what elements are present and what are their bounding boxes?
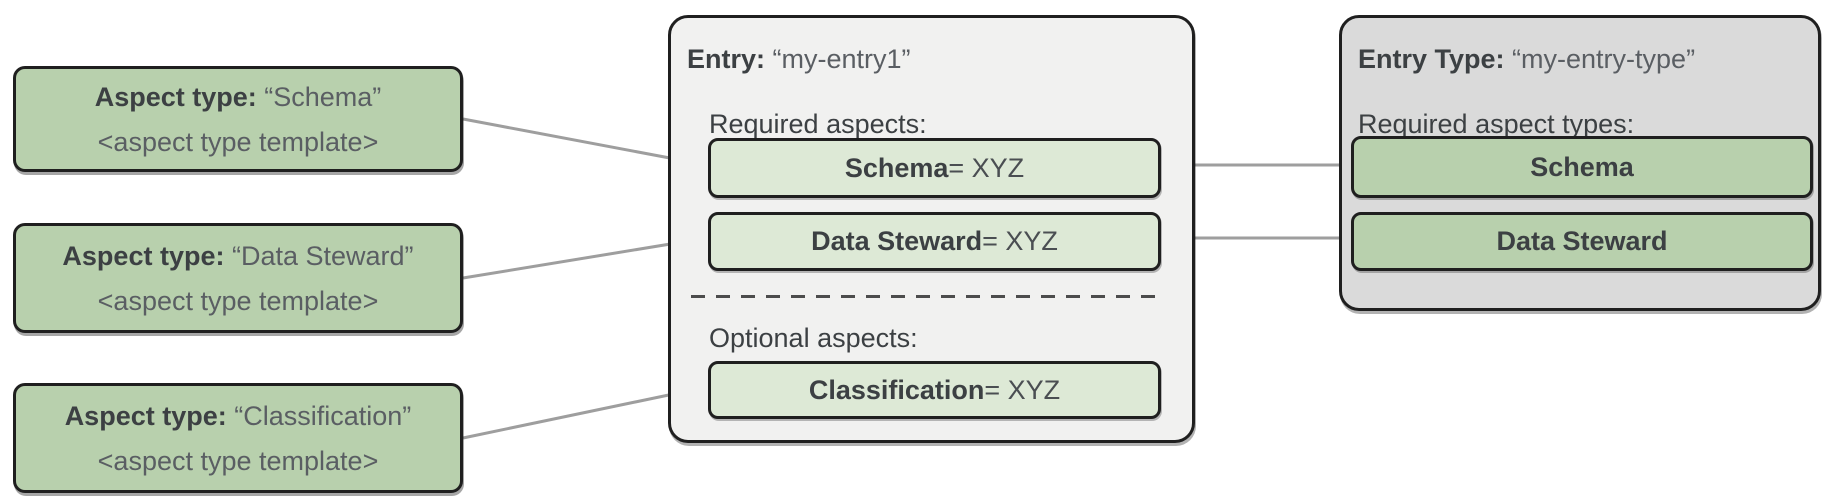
entry-aspect-data-steward: Data Steward = XYZ [708, 212, 1161, 271]
entry-type-title: Entry Type: “my-entry-type” [1358, 44, 1696, 74]
aspect-type-card-classification: Aspect type: “Classification” <aspect ty… [13, 383, 463, 493]
entry-panel: Entry: “my-entry1” Required aspects: Sch… [668, 15, 1195, 443]
entry-type-aspect-data-steward: Data Steward [1351, 212, 1813, 271]
aspect-type-card-title: Aspect type: “Classification” [64, 400, 412, 431]
required-aspect-types-label: Required aspect types: [1358, 109, 1635, 139]
entry-type-aspect-schema: Schema [1351, 136, 1813, 198]
connector-classification-aspect [462, 385, 708, 440]
aspect-type-card-title: Aspect type: “Data Steward” [62, 240, 414, 271]
aspect-type-template: <aspect type template> [97, 285, 379, 316]
aspect-type-card-title: Aspect type: “Schema” [94, 81, 382, 112]
optional-aspects-label: Optional aspects: [709, 323, 918, 353]
entry-aspect-classification: Classification = XYZ [708, 361, 1161, 419]
entry-type-panel: Entry Type: “my-entry-type” Required asp… [1339, 15, 1821, 311]
required-aspects-label: Required aspects: [709, 109, 927, 139]
aspect-type-card-data-steward: Aspect type: “Data Steward” <aspect type… [13, 223, 463, 333]
entry-title: Entry: “my-entry1” [687, 44, 911, 74]
connector-data-steward-aspect [462, 236, 708, 280]
required-optional-divider [691, 295, 1160, 298]
connector-schema-aspect [462, 117, 708, 167]
aspect-type-template: <aspect type template> [97, 445, 379, 476]
entry-aspect-schema: Schema = XYZ [708, 138, 1161, 198]
aspect-type-template: <aspect type template> [97, 126, 379, 157]
aspect-type-card-schema: Aspect type: “Schema” <aspect type templ… [13, 66, 463, 172]
